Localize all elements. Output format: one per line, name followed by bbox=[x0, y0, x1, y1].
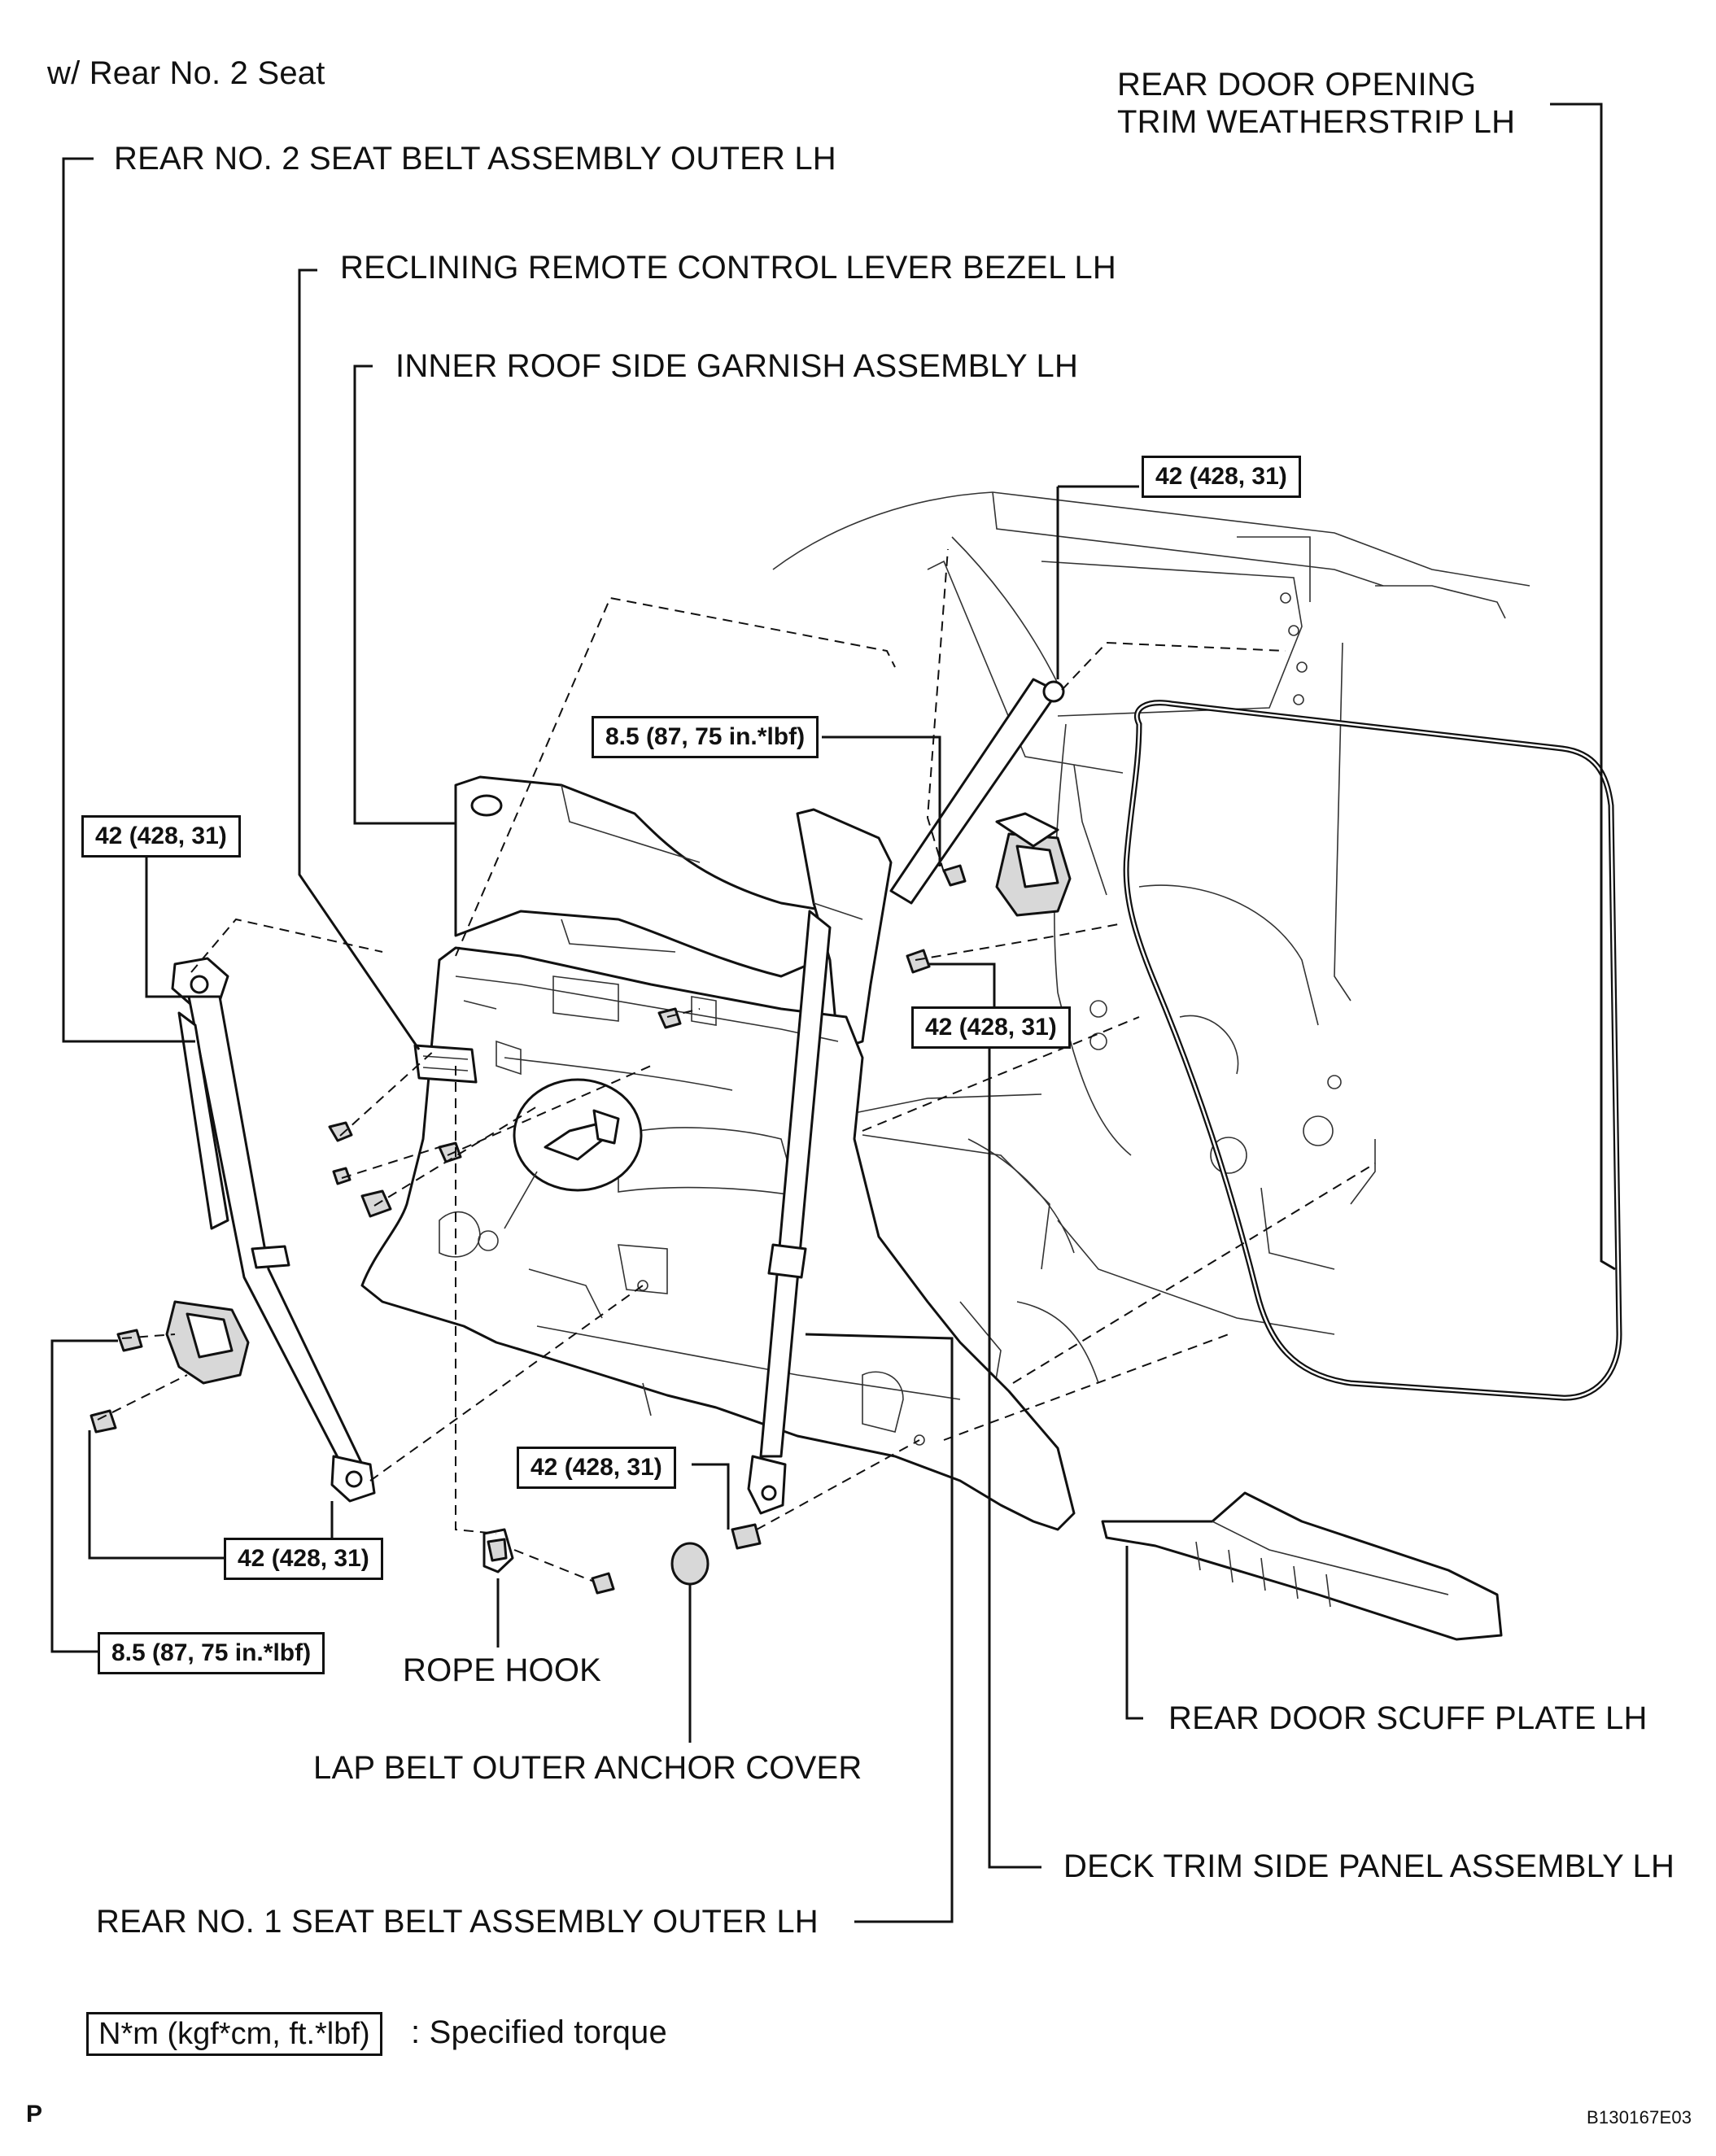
label-deck-trim-side-panel: DECK TRIM SIDE PANEL ASSEMBLY LH bbox=[1063, 1848, 1675, 1884]
label-lap-belt-cover: LAP BELT OUTER ANCHOR COVER bbox=[313, 1750, 862, 1786]
rope-hook bbox=[482, 1528, 514, 1573]
variant-note: w/ Rear No. 2 Seat bbox=[47, 55, 325, 91]
legend-unit-box: N*m (kgf*cm, ft.*lbf) bbox=[86, 2012, 382, 2056]
torque-box-mid-right: 42 (428, 31) bbox=[911, 1006, 1071, 1049]
lap-belt-outer-anchor-cover bbox=[670, 1542, 710, 1586]
torque-box-retractor-upper: 8.5 (87, 75 in.*lbf) bbox=[592, 716, 819, 758]
label-inner-roof-garnish: INNER ROOF SIDE GARNISH ASSEMBLY LH bbox=[395, 348, 1079, 384]
assembly-dash-lines bbox=[97, 548, 1376, 1582]
vehicle-body-outline bbox=[772, 491, 1530, 1400]
figure-code: B130167E03 bbox=[1587, 2107, 1692, 2128]
leader-lines bbox=[50, 103, 1616, 1923]
torque-box-lower-left: 42 (428, 31) bbox=[224, 1538, 383, 1580]
label-weatherstrip-line2: TRIM WEATHERSTRIP LH bbox=[1117, 104, 1516, 140]
rear-no1-seat-belt bbox=[747, 910, 832, 1515]
label-reclining-lever-bezel: RECLINING REMOTE CONTROL LEVER BEZEL LH bbox=[340, 250, 1116, 286]
weatherstrip-loop bbox=[1123, 700, 1622, 1401]
legend-description: : Specified torque bbox=[411, 2014, 667, 2050]
torque-box-upper-anchor: 42 (428, 31) bbox=[1142, 456, 1301, 498]
torque-box-left-anchor: 42 (428, 31) bbox=[81, 815, 241, 858]
label-rope-hook: ROPE HOOK bbox=[403, 1652, 602, 1688]
label-rear-no2-seat-belt: REAR NO. 2 SEAT BELT ASSEMBLY OUTER LH bbox=[114, 141, 836, 177]
upper-belt-retractor bbox=[889, 678, 1072, 917]
torque-box-retractor-lower: 8.5 (87, 75 in.*lbf) bbox=[98, 1632, 325, 1674]
torque-box-lower-center: 42 (428, 31) bbox=[517, 1447, 676, 1489]
label-scuff-plate: REAR DOOR SCUFF PLATE LH bbox=[1168, 1700, 1648, 1736]
rear-no2-seat-belt bbox=[165, 957, 376, 1503]
rear-door-scuff-plate bbox=[1101, 1491, 1503, 1641]
corner-mark: P bbox=[26, 2101, 43, 2128]
detail-magnifier bbox=[504, 1078, 643, 1229]
label-rear-no1-seat-belt: REAR NO. 1 SEAT BELT ASSEMBLY OUTER LH bbox=[96, 1904, 819, 1940]
label-weatherstrip-line1: REAR DOOR OPENING bbox=[1117, 67, 1477, 103]
inner-roof-side-garnish bbox=[454, 775, 840, 978]
